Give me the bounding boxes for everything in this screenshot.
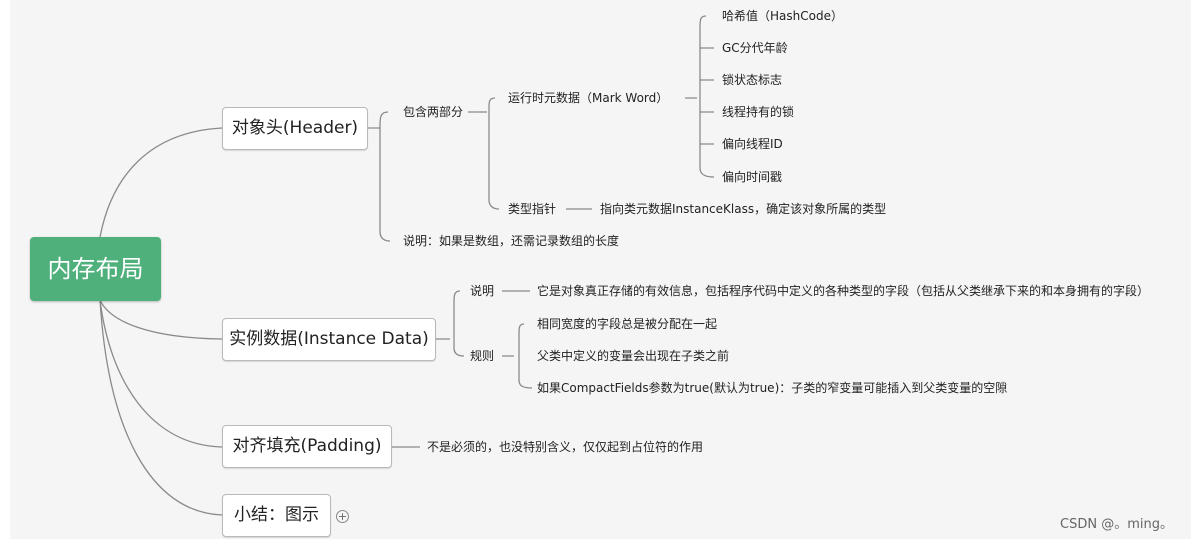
link-contains-brace — [468, 97, 500, 210]
rule-item[interactable]: 父类中定义的变量会出现在子类之前 — [537, 349, 730, 363]
node-mark-word[interactable]: 运行时元数据（Mark Word） — [508, 91, 669, 105]
link-root-header — [99, 127, 223, 238]
link-root-summary — [99, 299, 223, 516]
mark-word-item[interactable]: 线程持有的锁 — [722, 105, 795, 119]
mark-word-item[interactable]: GC分代年龄 — [722, 41, 788, 55]
node-instance-note[interactable]: 说明 — [470, 284, 495, 298]
mark-word-item[interactable]: 偏向时间戳 — [722, 170, 783, 184]
canvas-background — [10, 0, 1191, 539]
rule-item[interactable]: 相同宽度的字段总是被分配在一起 — [537, 317, 718, 331]
link-root-instance — [99, 299, 223, 340]
watermark: CSDN @。ming。 — [1060, 517, 1173, 532]
mark-word-item[interactable]: 哈希值（HashCode） — [722, 9, 843, 23]
node-header[interactable]: 对象头(Header) — [222, 107, 368, 150]
node-instance-rules[interactable]: 规则 — [470, 349, 495, 363]
instance-note-desc[interactable]: 它是对象真正存储的有效信息，包括程序代码中定义的各种类型的字段（包括从父类继承下… — [537, 284, 1150, 298]
link-root-padding — [99, 299, 223, 448]
node-summary[interactable]: 小结：图示 — [222, 494, 331, 537]
padding-desc[interactable]: 不是必须的，也没特别含义，仅仅起到占位符的作用 — [427, 440, 704, 454]
header-array-note[interactable]: 说明：如果是数组，还需记录数组的长度 — [403, 234, 620, 248]
node-contains-two-parts[interactable]: 包含两部分 — [403, 105, 464, 119]
node-type-pointer[interactable]: 类型指针 — [508, 202, 557, 216]
link-instance-brace — [435, 290, 465, 357]
node-padding[interactable]: 对齐填充(Padding) — [222, 425, 392, 468]
root-node[interactable]: 内存布局 — [30, 237, 161, 301]
rule-item[interactable]: 如果CompactFields参数为true(默认为true)：子类的窄变量可能… — [537, 381, 1008, 395]
link-markword-brace — [685, 15, 715, 178]
link-header-brace — [367, 111, 391, 242]
plus-circle-icon[interactable]: + — [336, 510, 349, 523]
node-instance-data[interactable]: 实例数据(Instance Data) — [222, 318, 436, 361]
link-rules-brace — [502, 323, 533, 389]
type-pointer-desc[interactable]: 指向类元数据InstanceKlass，确定该对象所属的类型 — [600, 202, 887, 216]
mark-word-item[interactable]: 锁状态标志 — [722, 73, 783, 87]
mark-word-item[interactable]: 偏向线程ID — [722, 137, 783, 151]
